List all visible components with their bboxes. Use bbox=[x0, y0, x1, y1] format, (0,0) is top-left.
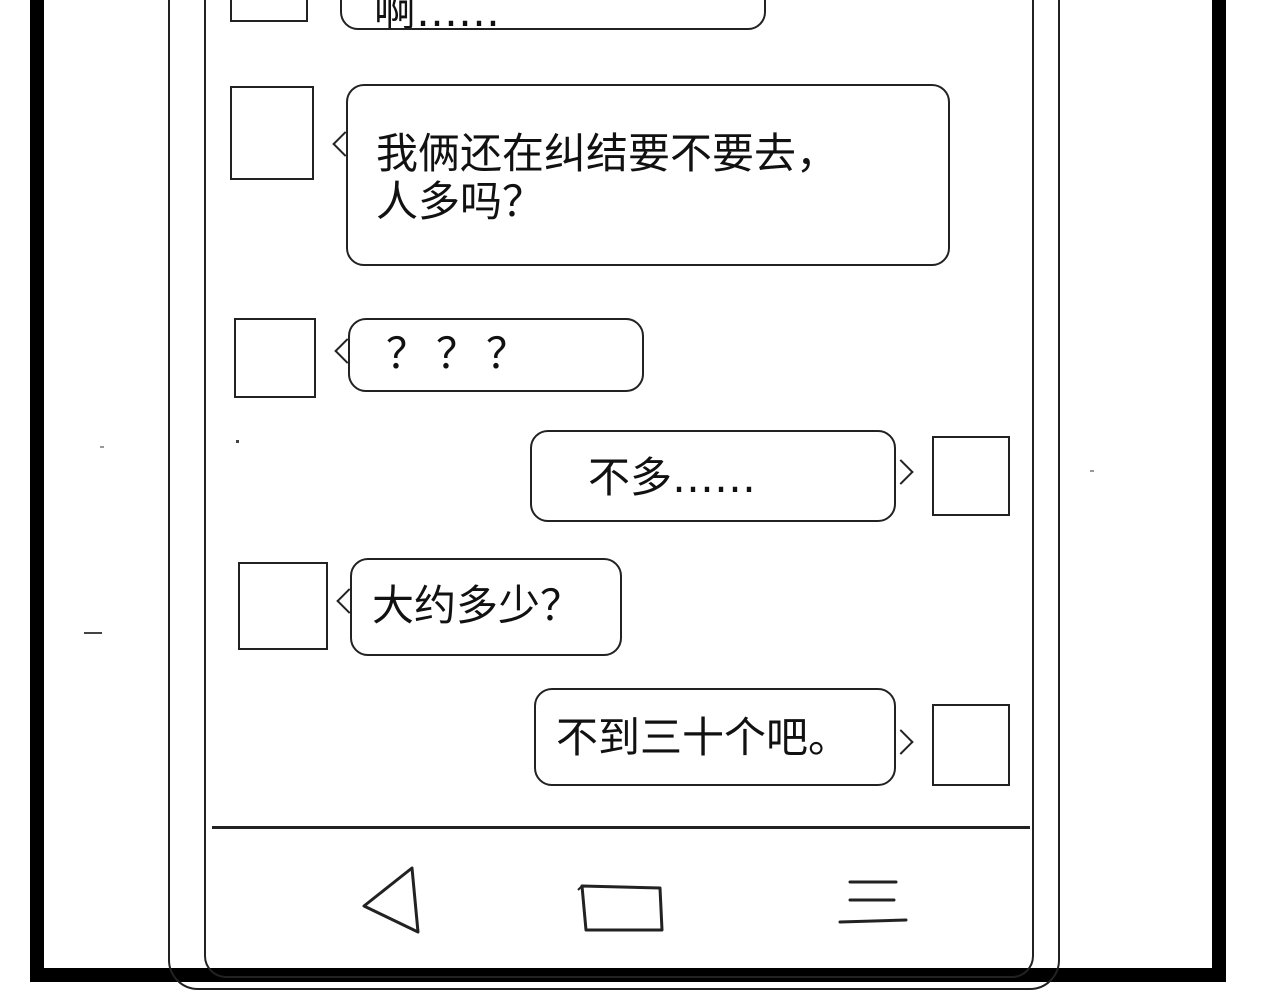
message-text-partial: 别再看见然后来啊…… bbox=[374, 0, 501, 30]
menu-icon[interactable] bbox=[836, 876, 910, 928]
avatar-left-2 bbox=[234, 318, 316, 398]
home-icon[interactable] bbox=[574, 880, 668, 936]
message-bubble-4: 大约多少？ bbox=[350, 558, 622, 656]
message-bubble-3: 不多…… bbox=[530, 430, 896, 522]
avatar-partial bbox=[230, 0, 308, 22]
message-bubble-partial: 别再看见然后来啊…… bbox=[340, 0, 766, 30]
avatar-left-3 bbox=[238, 562, 328, 650]
phone-body bbox=[168, 0, 1060, 990]
message-bubble-5: 不到三十个吧。 bbox=[534, 688, 896, 786]
navbar-divider bbox=[212, 826, 1030, 829]
message-text-1: 我俩还在纠结要不要去， 人多吗？ bbox=[376, 129, 839, 226]
avatar-left-1 bbox=[230, 86, 314, 180]
message-bubble-2: ？？？ bbox=[348, 318, 644, 392]
avatar-right-2 bbox=[932, 704, 1010, 786]
message-text-4: 大约多少？ bbox=[372, 581, 583, 630]
message-text-2: ？？？ bbox=[386, 329, 537, 378]
message-bubble-1: 我俩还在纠结要不要去， 人多吗？ bbox=[346, 84, 950, 266]
message-text-3: 不多…… bbox=[588, 453, 757, 502]
message-text-5: 不到三十个吧。 bbox=[556, 713, 851, 762]
phone-screen bbox=[204, 0, 1034, 978]
back-icon[interactable] bbox=[356, 862, 426, 938]
avatar-right-1 bbox=[932, 436, 1010, 516]
